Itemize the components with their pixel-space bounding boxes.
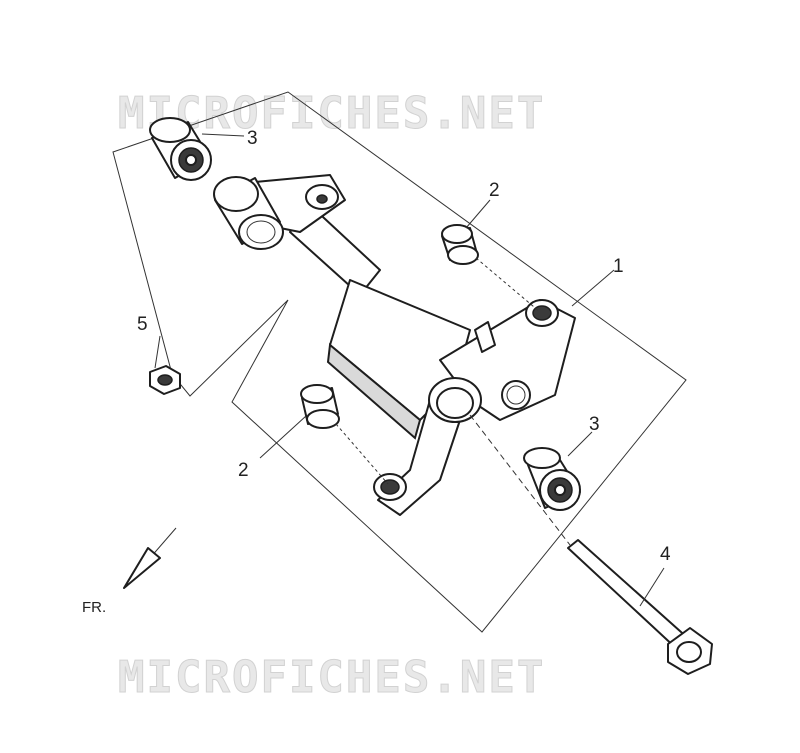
- callout-bolt: 4: [660, 544, 671, 565]
- leader-bushing-upper: [201, 133, 245, 137]
- callout-nut: 5: [137, 314, 148, 335]
- leader-bushing-lower: [567, 431, 593, 457]
- callout-bushing-upper: 3: [247, 128, 258, 149]
- callout-bushing-lower: 3: [589, 414, 600, 435]
- flange-nut: [149, 365, 181, 395]
- engine-hanger-frame: [213, 174, 576, 516]
- rubber-bushing-upper: [149, 117, 212, 181]
- leader-cap-upper: [465, 199, 491, 229]
- leader-bolt: [639, 567, 665, 607]
- leader-cap-lower: [259, 415, 307, 459]
- front-direction-arrow: [123, 527, 177, 589]
- pivot-bolt: [469, 414, 713, 675]
- leader-nut: [154, 335, 161, 369]
- front-direction-label: FR.: [82, 599, 106, 616]
- rubber-cap-lower: [300, 384, 389, 485]
- rubber-cap-upper: [441, 224, 541, 313]
- callout-cap-upper: 2: [489, 180, 500, 201]
- callout-cap-lower: 2: [238, 460, 249, 481]
- leader-frame: [571, 269, 615, 307]
- callout-frame: 1: [613, 256, 624, 277]
- rubber-bushing-lower: [523, 447, 581, 511]
- watermark-bottom: MICROFICHES.NET: [118, 652, 545, 703]
